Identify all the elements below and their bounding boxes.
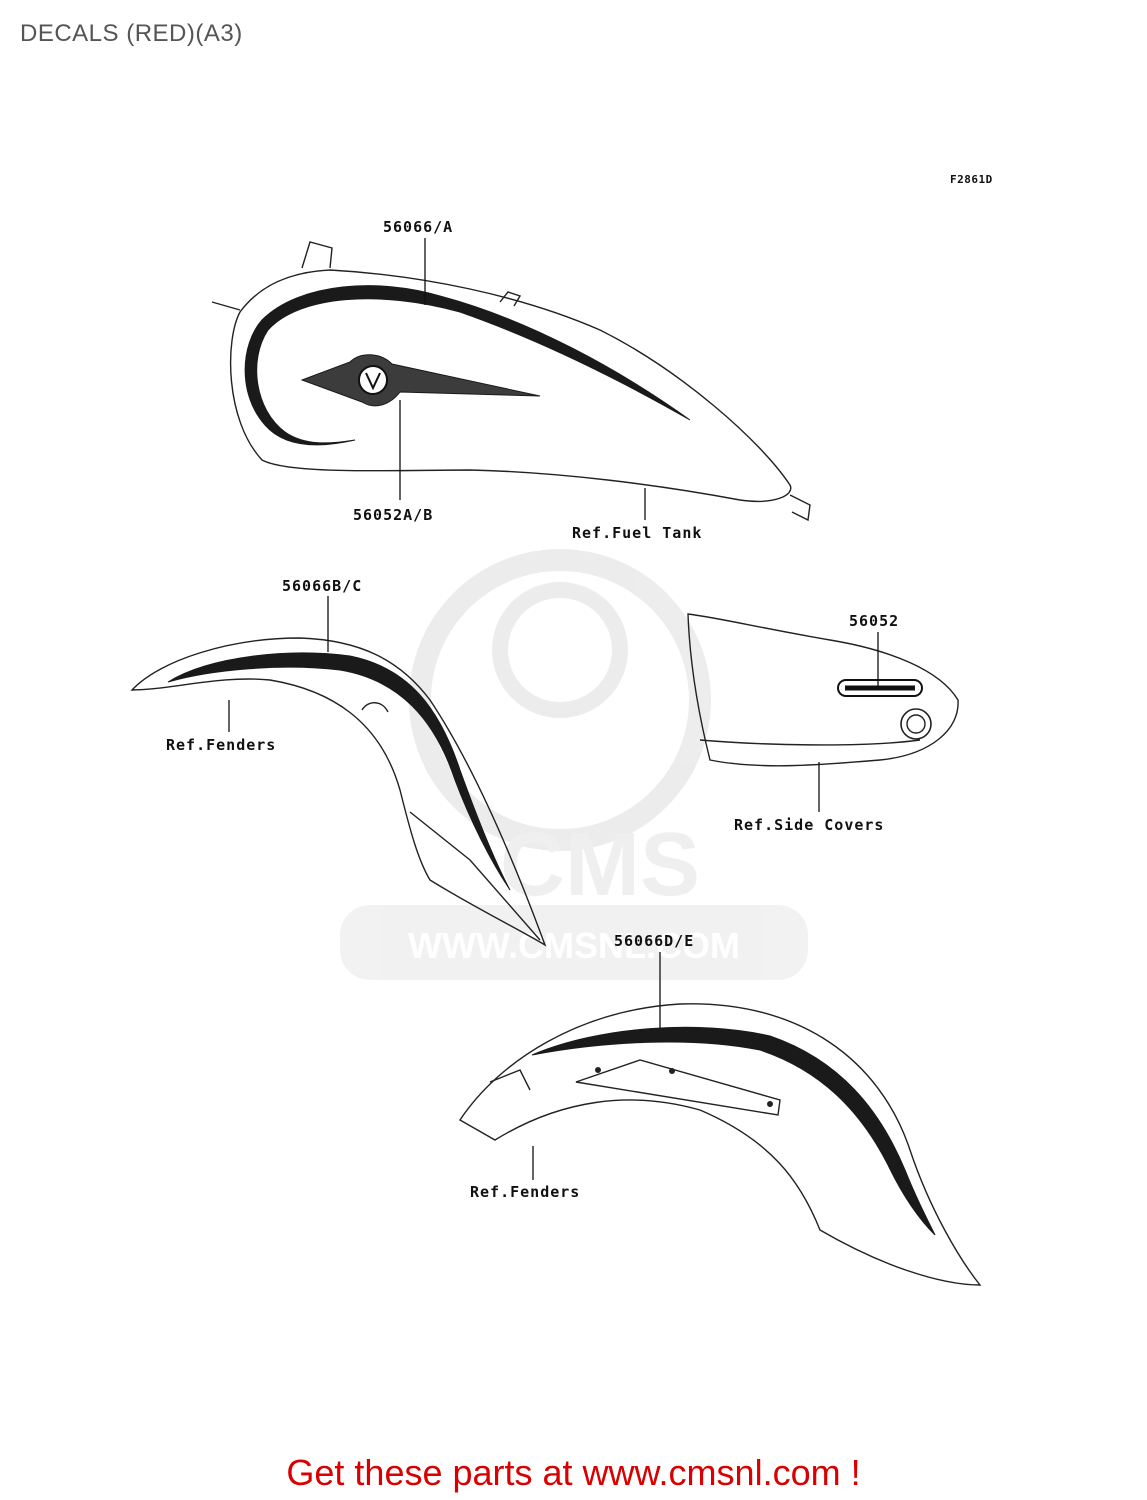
part-number-56052a-b: 56052A/B [353,506,433,524]
ref-fenders-rear: Ref.Fenders [470,1183,580,1201]
part-number-56052: 56052 [849,612,899,630]
footer-link[interactable]: Get these parts at www.cmsnl.com ! [286,1452,861,1493]
part-number-56066d-e: 56066D/E [614,932,694,950]
watermark-brand: CMS [500,815,700,915]
part-number-56066b-c: 56066B/C [282,577,362,595]
ref-side-covers: Ref.Side Covers [734,816,884,834]
part-number-56066-a: 56066/A [383,218,453,236]
page-title: DECALS (RED)(A3) [20,20,243,47]
fuel-tank [211,241,811,522]
figure-code: F2861D [950,173,993,186]
side-cover [687,613,959,767]
ref-fuel-tank: Ref.Fuel Tank [572,524,702,542]
ref-fenders-front: Ref.Fenders [166,736,276,754]
front-fender [130,637,547,947]
rear-fender [459,1003,982,1286]
watermark-url: WWW.CMSNL.COM [408,925,740,966]
